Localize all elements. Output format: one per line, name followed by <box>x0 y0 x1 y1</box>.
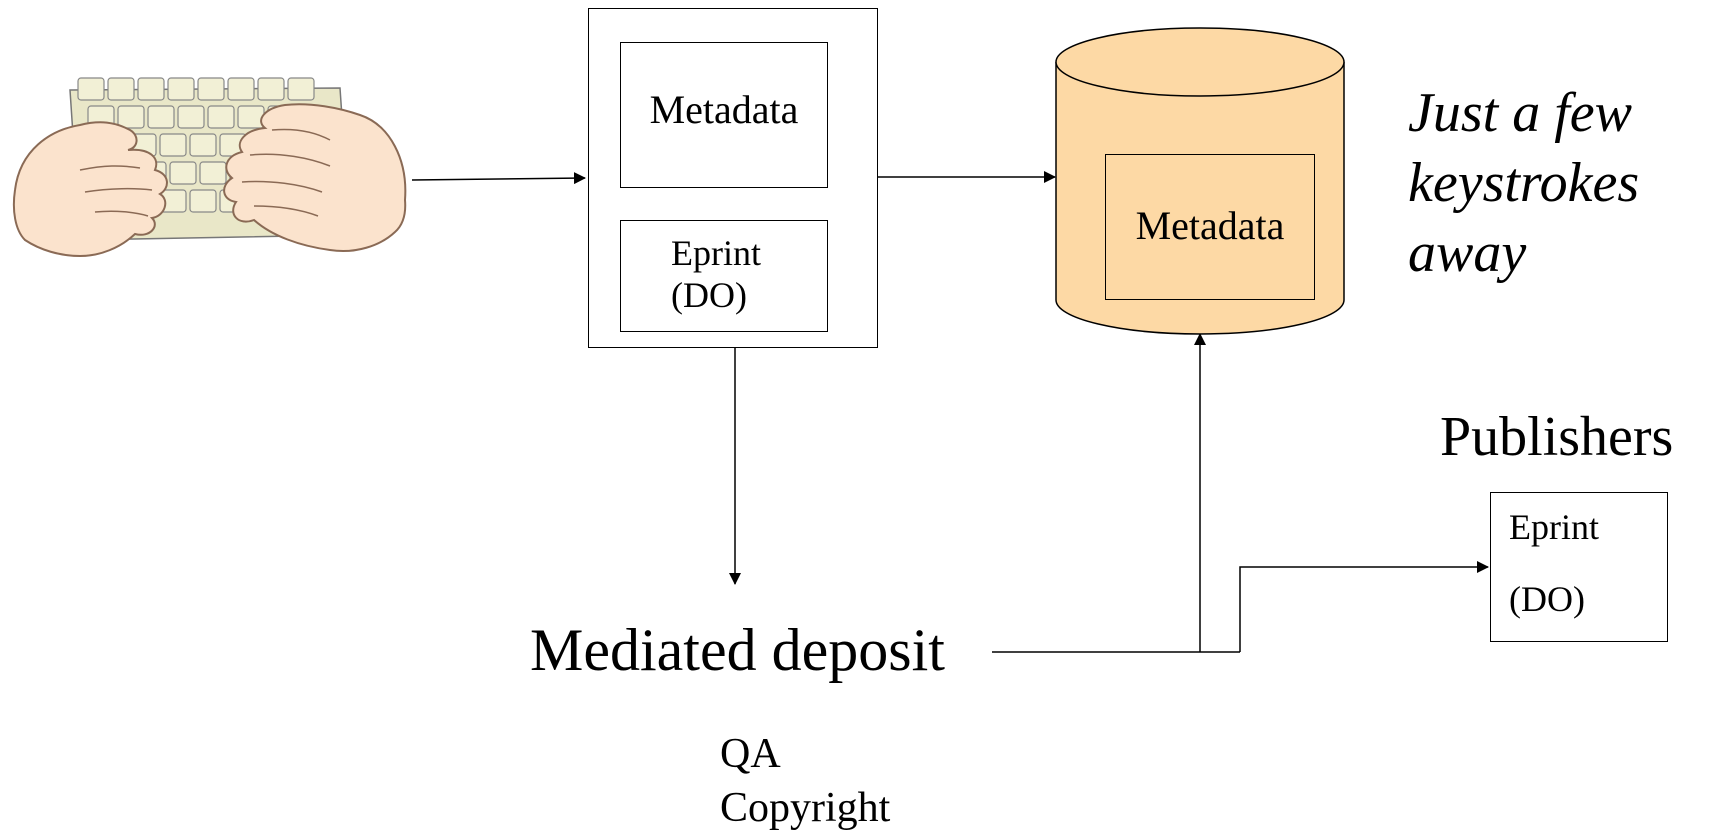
publishers-eprint-line1: Eprint <box>1509 507 1599 547</box>
publishers-title: Publishers <box>1440 406 1674 468</box>
arrow-keyboard-to-form <box>411 172 586 185</box>
mediated-deposit-title: Mediated deposit <box>530 617 945 683</box>
repository-metadata-label: Metadata <box>1135 203 1285 248</box>
form-eprint-line1: Eprint <box>671 233 761 273</box>
mediated-item-qa: QA <box>720 731 781 777</box>
tagline-line2: keystrokes <box>1408 152 1640 214</box>
repository-cylinder-icon <box>1055 27 1345 335</box>
form-metadata-box: Metadata <box>620 42 828 188</box>
arrow-mediated-to-publishers <box>1239 561 1489 652</box>
publishers-eprint-line2: (DO) <box>1509 579 1585 619</box>
tagline-line3: away <box>1408 222 1527 284</box>
form-metadata-label: Metadata <box>649 87 799 132</box>
tagline-line1: Just a few <box>1408 82 1632 144</box>
repository-metadata-box: Metadata <box>1105 154 1315 300</box>
form-eprint-box: Eprint (DO) <box>620 220 828 332</box>
publishers-eprint-box: Eprint (DO) <box>1490 492 1668 642</box>
form-eprint-line2: (DO) <box>671 275 747 315</box>
tagline: Just a few keystrokes away <box>1408 78 1639 288</box>
mediated-item-copyright: Copyright <box>720 785 891 831</box>
hands-typing-keyboard-icon <box>10 70 415 290</box>
